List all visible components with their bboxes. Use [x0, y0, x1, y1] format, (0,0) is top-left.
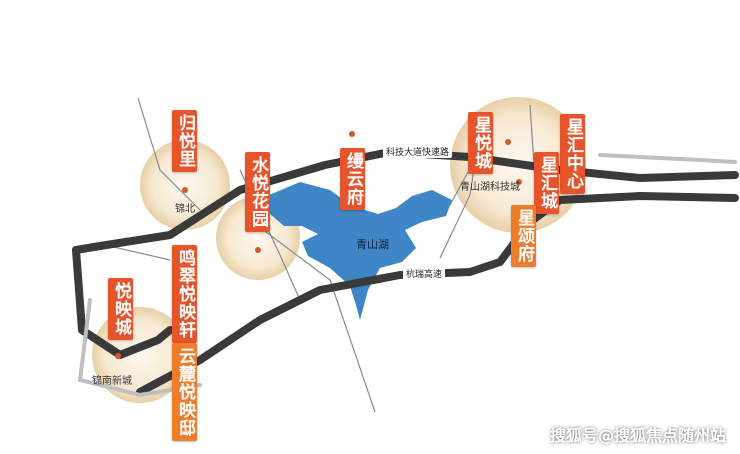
- project-label-yunlu: 云麓悦映邸: [172, 343, 197, 441]
- road-label-hangrui: 杭瑞高速: [403, 267, 446, 280]
- project-label-xinghuizhongxin: 星汇中心: [560, 114, 585, 194]
- project-label-mingcui: 鸣翠悦映轩: [172, 245, 197, 343]
- gray-roads: [77, 153, 737, 398]
- project-label-manyun: 缦云府: [340, 148, 365, 210]
- district-jinnan: 锦南新城: [92, 376, 132, 387]
- location-pins: [115, 131, 522, 359]
- road-label-keji: 科技大道快速路: [383, 145, 453, 158]
- project-label-guiyueli: 归悦里: [172, 110, 197, 172]
- watermark: 搜狐号@搜狐焦点随州站: [549, 426, 726, 445]
- project-label-shuiyue: 水悦花园: [245, 152, 270, 232]
- project-label-xinghuicheng: 星汇城: [534, 152, 559, 214]
- lake-shape: [262, 182, 452, 320]
- project-label-xingsong: 星颂府: [511, 205, 536, 267]
- project-label-xingyuecheng: 星悦城: [468, 112, 493, 174]
- project-label-yueyingcheng: 悦映城: [108, 278, 133, 340]
- district-jinbei: 锦北: [175, 204, 195, 215]
- lake-label: 青山湖: [356, 238, 389, 251]
- district-qingshanhu: 青山湖科技城: [460, 182, 520, 193]
